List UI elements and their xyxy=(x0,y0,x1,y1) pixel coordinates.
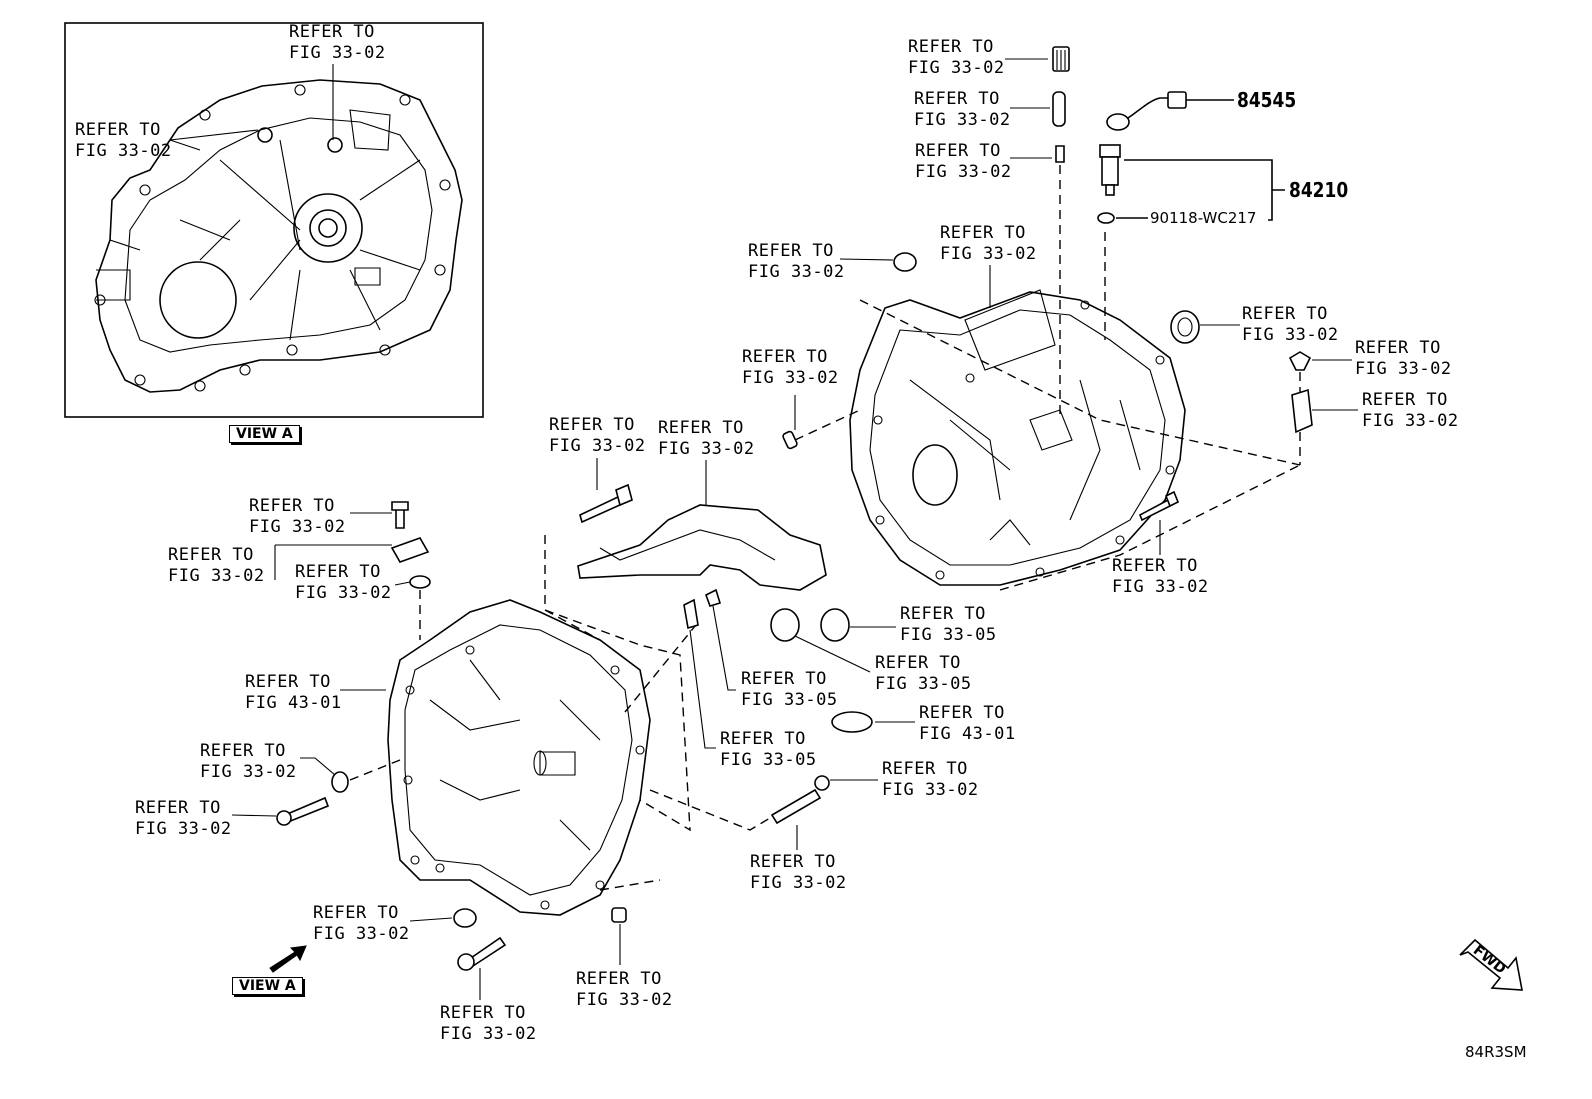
cap-a xyxy=(770,608,800,642)
upper-case-bore xyxy=(912,444,958,506)
breather-plug xyxy=(1055,145,1065,163)
view-a-arrow xyxy=(269,945,307,973)
view-a-arrow-caption: VIEW A xyxy=(232,977,303,995)
view-a-frame xyxy=(64,22,484,418)
switch-84210 xyxy=(1099,144,1285,221)
clutch-housing-lower xyxy=(387,599,651,916)
view-a-bore-inner xyxy=(309,209,347,247)
part-number-90118: 90118-WC217 xyxy=(1150,209,1257,227)
alignment-lines xyxy=(349,165,1301,891)
fwd-arrow xyxy=(1459,938,1523,991)
baffle-plate xyxy=(577,504,827,591)
part-number-84210: 84210 xyxy=(1289,178,1349,202)
part-number-84545: 84545 xyxy=(1237,88,1297,112)
case-bolt-top xyxy=(579,494,623,524)
o-ring-left xyxy=(409,575,431,589)
case-bolt-right xyxy=(1138,498,1171,522)
transmission-case-upper xyxy=(849,289,1186,586)
washer xyxy=(814,775,830,791)
view-a-caption: VIEW A xyxy=(229,425,300,443)
oil-seal-small xyxy=(893,252,917,272)
collar-left xyxy=(331,771,349,793)
gasket-90118 xyxy=(1097,212,1115,224)
view-a-bore-outer xyxy=(293,193,363,263)
diagram-code: 84R3SM xyxy=(1465,1043,1527,1061)
view-a-shaft-bore xyxy=(159,261,237,339)
plug-bottom xyxy=(453,908,477,928)
upper-case-top-pocket xyxy=(964,289,1056,371)
small-bolt-right xyxy=(1288,351,1312,371)
cover-plate-left xyxy=(390,537,430,563)
leader-lines xyxy=(231,58,1358,1000)
dowel-left xyxy=(782,430,798,450)
upper-case-outline xyxy=(849,291,1186,586)
bracket-right xyxy=(1291,388,1313,434)
cap-b xyxy=(820,608,850,642)
view-a-plug xyxy=(257,127,273,143)
seal-ring xyxy=(831,711,873,733)
lower-case-shaft xyxy=(539,751,576,776)
dowel-pin xyxy=(1052,91,1066,127)
long-bolt xyxy=(770,788,822,825)
oil-seal-large xyxy=(1170,310,1200,344)
small-parts xyxy=(276,46,1313,971)
lower-case-outline xyxy=(387,599,651,916)
bracket-small xyxy=(683,598,699,630)
screw-small xyxy=(705,588,722,607)
pin-bottom xyxy=(611,907,627,923)
view-a-inset xyxy=(64,22,484,418)
speed-sensor-84545 xyxy=(1106,91,1234,131)
small-bolt-left xyxy=(395,507,405,529)
view-a-housing-outline xyxy=(94,79,463,393)
